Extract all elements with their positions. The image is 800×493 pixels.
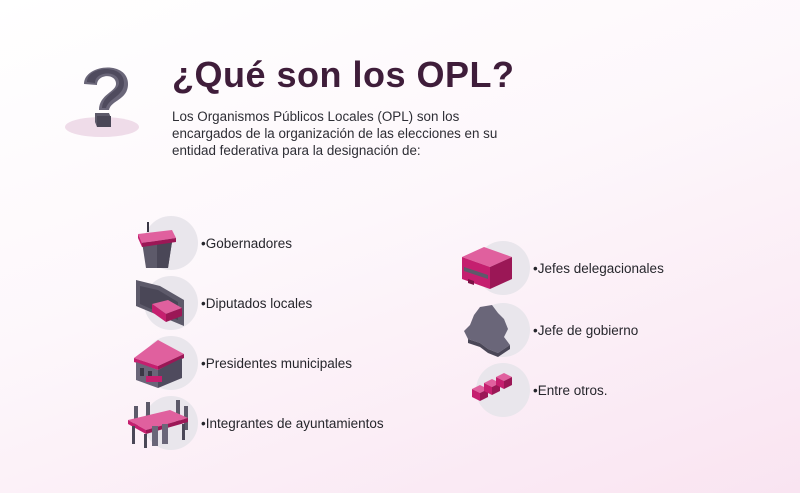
municipal-building-icon: [126, 336, 200, 390]
label-presidentes: •Presidentes municipales: [201, 355, 353, 371]
label-gobernadores: •Gobernadores: [201, 235, 293, 251]
list-item-entre-otros: •Entre otros.: [458, 363, 608, 417]
intro-paragraph: Los Organismos Públicos Locales (OPL) so…: [172, 109, 498, 158]
blocks-icon: [458, 363, 532, 417]
list-item-jefes-delegacionales: •Jefes delegacionales: [458, 241, 664, 295]
congress-chamber-icon: [126, 276, 200, 330]
list-item-presidentes: •Presidentes municipales: [126, 336, 352, 390]
label-diputados: •Diputados locales: [201, 295, 313, 311]
page-title: ¿Qué son los OPL?: [172, 54, 515, 95]
label-entre-otros: •Entre otros.: [533, 382, 608, 398]
city-map-icon: [458, 303, 532, 357]
delegation-office-icon: [458, 241, 532, 295]
list-item-diputados: •Diputados locales: [126, 276, 312, 330]
label-jefes-delegacionales: •Jefes delegacionales: [533, 260, 664, 276]
council-table-icon: [126, 396, 200, 450]
list-item-jefe-gobierno: •Jefe de gobierno: [458, 303, 638, 357]
question-mark-icon: [62, 54, 144, 144]
label-integrantes: •Integrantes de ayuntamientos: [201, 415, 384, 431]
podium-icon: [126, 216, 200, 270]
list-item-gobernadores: •Gobernadores: [126, 216, 292, 270]
list-item-integrantes: •Integrantes de ayuntamientos: [126, 396, 384, 450]
label-jefe-gobierno: •Jefe de gobierno: [533, 322, 639, 338]
